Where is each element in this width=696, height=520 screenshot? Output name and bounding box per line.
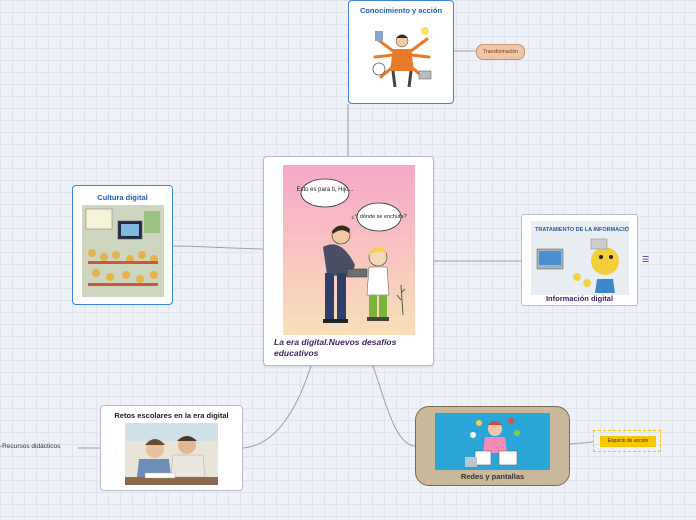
balloon-text-2: ¿Y dónde se enchufa? [351, 214, 406, 220]
topic-informacion-digital[interactable]: TRATAMIENTO DE LA INFORMACIÓN Y COMPETEN… [521, 214, 638, 306]
topic-title: Redes y pantallas [460, 472, 525, 481]
line-redes-espacio [569, 441, 594, 445]
line-central-redes [372, 365, 416, 447]
central-topic-node[interactable]: Esto es para ti, Hijo... ¿Y dónde se enc… [263, 156, 434, 366]
subtopic-label: Transformación [483, 49, 518, 55]
topic-conocimiento-accion[interactable]: Conocimiento y acción [348, 0, 454, 104]
classroom-cartoon-image [82, 205, 164, 297]
topic-title: Conocimiento y acción [359, 6, 443, 15]
multitasking-man-image [371, 21, 433, 91]
subtopic-recursos-didacticos[interactable]: -Recursos didácticos [0, 443, 61, 450]
topic-retos-escolares[interactable]: Retos escolares en la era digital [100, 405, 243, 491]
topic-title: Información digital [545, 294, 614, 303]
social-networks-image [435, 413, 550, 470]
balloon-text-1: Esto es para ti, Hijo... [296, 187, 353, 193]
menu-lines-icon[interactable]: ☰ [642, 255, 650, 264]
line-central-cultura [172, 245, 264, 250]
image-headline: TRATAMIENTO DE LA INFORMACIÓN Y COMPETEN… [535, 225, 629, 233]
central-topic-title: La era digital.Nuevos desafíos educativo… [274, 337, 397, 358]
central-cartoon-image: Esto es para ti, Hijo... ¿Y dónde se enc… [283, 165, 415, 335]
student-homework-photo [125, 423, 218, 485]
subtopic-espacio-accion[interactable]: Espacio de acción [593, 430, 661, 452]
subtopic-label: Espacio de acción [600, 436, 656, 447]
informacion-digital-image: TRATAMIENTO DE LA INFORMACIÓN Y COMPETEN… [531, 221, 629, 295]
subtopic-label: Recursos didácticos [2, 443, 61, 450]
subtopic-transformacion[interactable]: Transformación [476, 44, 525, 60]
topic-cultura-digital[interactable]: Cultura digital [72, 185, 173, 305]
line-central-retos [242, 365, 312, 449]
topic-title: Cultura digital [97, 193, 148, 202]
topic-redes-pantallas[interactable]: Redes y pantallas [415, 406, 570, 486]
topic-title: Retos escolares en la era digital [114, 411, 229, 420]
